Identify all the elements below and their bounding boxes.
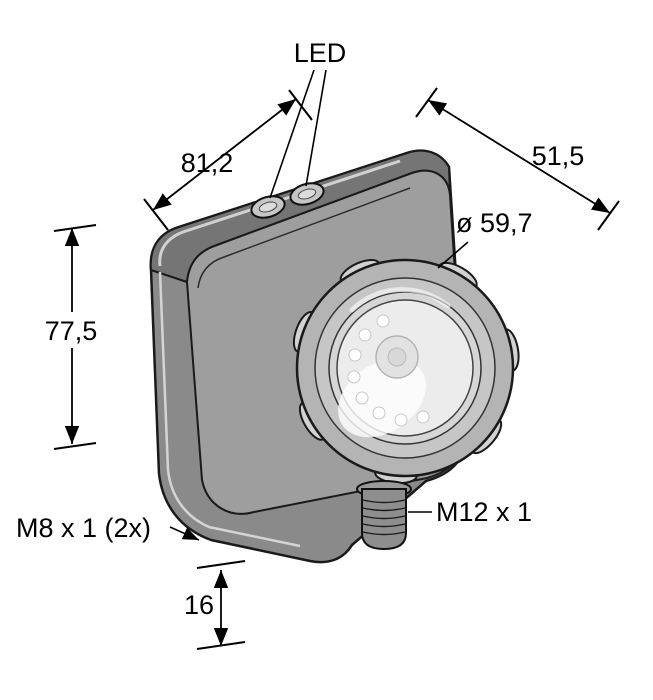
led-leader-2 — [305, 69, 327, 187]
extension-tick — [53, 442, 97, 450]
label-backing — [42, 312, 100, 348]
led-label: LED — [294, 38, 347, 68]
body-top-highlight — [158, 159, 401, 267]
thread-line — [362, 523, 406, 528]
lens-assembly — [292, 258, 520, 485]
led-button-2-inner — [297, 188, 317, 200]
lens-diameter-leader — [437, 241, 469, 269]
dimension-annotations — [42, 69, 620, 650]
ring-led-dot — [416, 410, 430, 424]
dim-connector-label: 16 — [184, 590, 214, 620]
camera-aperture-inner — [387, 347, 407, 367]
body-left-highlight — [158, 271, 301, 548]
ring-led-dot — [358, 328, 372, 342]
ring-light-leds — [347, 314, 430, 427]
extension-tick — [288, 89, 313, 121]
connector-threads — [362, 499, 406, 536]
ring-led-dot — [348, 348, 362, 362]
body-front-seam — [197, 187, 411, 289]
dimension-width — [143, 89, 313, 231]
dimension-depth — [415, 87, 620, 231]
dim-width-label: 81,2 — [181, 148, 234, 178]
dim-depth-label: 51,5 — [532, 141, 585, 171]
extension-tick — [53, 224, 97, 232]
mount-thread-label: M8 x 1 (2x) — [16, 513, 151, 543]
dimension-height — [42, 224, 100, 450]
ring-led-dot — [376, 314, 390, 328]
thread-line — [362, 515, 406, 520]
extension-tick — [143, 198, 169, 231]
leader-lines — [169, 69, 469, 541]
thread-line — [362, 531, 406, 536]
m8-arrow — [169, 526, 200, 541]
m12-connector — [356, 480, 412, 551]
thread-line — [362, 507, 406, 512]
led-leader-1 — [269, 69, 315, 199]
extension-tick — [196, 560, 246, 569]
dimension-connector-length — [196, 560, 246, 650]
ring-led-dot — [347, 370, 361, 384]
dim-height-label: 77,5 — [45, 316, 98, 346]
ring-led-dot — [355, 391, 369, 405]
ring-led-dot — [394, 413, 408, 427]
dimension-line-depth — [427, 99, 611, 214]
dim-lens-diameter-label: ø 59,7 — [456, 208, 533, 238]
ring-led-dot — [372, 406, 386, 420]
connector-thread-label: M12 x 1 — [436, 497, 532, 527]
extension-tick — [597, 200, 620, 231]
window-highlight-arc — [349, 287, 451, 313]
dimension-line-width — [152, 98, 297, 211]
dimension-labels: LED 81,2 51,5 ø 59,7 77,5 M8 x 1 (2x) M1… — [16, 38, 584, 620]
thread-line — [362, 499, 406, 504]
extension-tick — [415, 87, 438, 118]
